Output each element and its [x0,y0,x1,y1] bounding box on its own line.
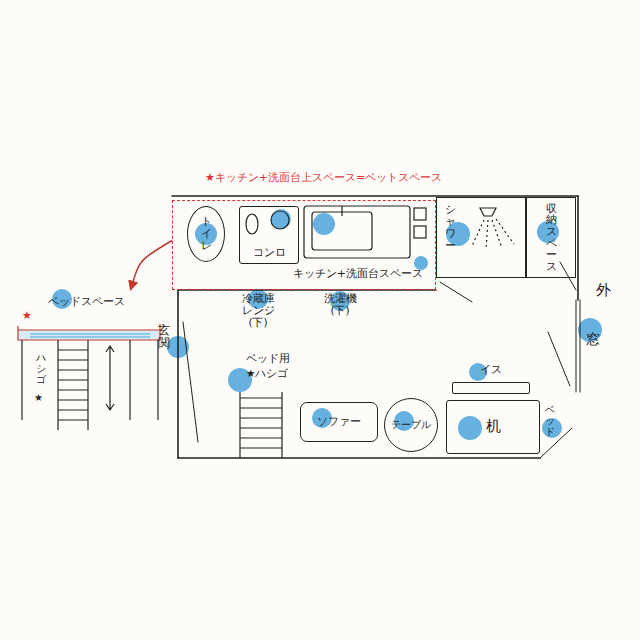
plan-note: 玄関 [158,324,170,350]
blue-dot [458,416,482,440]
room-label: コンロ [253,247,286,260]
room-ladder [240,392,282,458]
room-label: イス [480,364,502,377]
label-anchor: 窓 [586,332,606,347]
room-element: ソファー [300,402,378,442]
faucet [341,206,342,216]
walls [172,196,580,458]
window-sash [548,332,570,386]
burner [246,214,258,234]
sink-basin [312,212,372,250]
plan-note: ★ハシゴ [246,367,316,379]
plan-note: ★ [22,310,36,323]
blue-dot [271,209,291,229]
label-anchor: 外 [596,282,620,299]
shower-head [480,208,496,216]
height-arrow [106,346,114,410]
fixtures [246,206,514,258]
blue-dots [52,209,602,440]
plan-note: 窓 [586,332,600,347]
room-element: 机 [446,400,540,454]
plan-note: 冷蔵庫 レンジ (下) [236,292,280,328]
wall [178,457,540,459]
loft-post [129,340,130,420]
arrow-connector [131,241,173,291]
sink [304,206,410,258]
plan-note: 洗濯機 (下) [318,292,362,316]
window-sash [540,428,572,458]
door-leaf [183,322,198,442]
loft-inset [18,324,160,430]
room-label: ソファー [317,416,361,429]
room-label: テーブル [391,419,431,431]
ladder-rungs [240,398,282,448]
room-element: シャワー [436,197,526,278]
label-anchor: ハシゴ [36,352,48,385]
room-label: ベッドスペース [48,296,125,309]
label-anchor: ★ [34,392,48,404]
label-anchor: 玄関 [158,324,172,350]
ladder-rungs [58,350,88,420]
room-element: キッチン+洗面台スペース トイレコンロ [172,200,436,290]
loft-rail [18,324,160,330]
door-leaf [560,262,576,290]
room-label: 収納スペース [546,203,557,272]
window-frame [576,300,577,392]
ladder-rail [57,340,58,430]
door-leaf [440,282,472,302]
label-anchor: ベッド用 [246,352,316,364]
loft-post [157,340,158,420]
label-anchor: 洗濯機 (下) [318,292,362,316]
plan-note: ★キッチン+洗面台上スペース=ベットスペース [205,172,505,185]
room-label: キッチン+洗面台スペース [293,268,423,281]
plan-note: ハシゴ [36,352,46,385]
plan-note: 外 [596,282,620,299]
blue-dot [313,213,335,235]
label-anchor: 冷蔵庫 レンジ (下) [236,292,280,328]
window-frame [580,300,581,392]
room-label: 机 [486,418,501,435]
label-anchor: ベッド [545,404,557,437]
room-element: コンロ [239,206,299,264]
room-element: テーブル [384,398,438,452]
loft-post [21,340,22,420]
label-anchor: ★キッチン+洗面台上スペース=ベットスペース [205,172,505,185]
wash-item [414,226,426,238]
plan-note: ベッド用 [246,352,316,364]
room-label: トイレ [201,216,212,252]
wash-item [414,208,426,220]
plan-note: ★ [34,392,48,404]
room-element: 収納スペース [526,197,576,278]
room-element: トイレ [187,206,225,262]
burner [271,211,289,229]
loft-platform [18,330,160,340]
room-label: シャワー [445,204,456,252]
label-anchor: ★ハシゴ [246,367,316,379]
room-element: イス [452,382,530,394]
ladder-rail [87,340,88,430]
shower-spray [472,219,514,250]
wall [177,290,179,458]
wall [577,196,579,300]
label-anchor: ★ [22,310,36,323]
room-element: ベッドスペース [18,290,168,324]
mattress-stripes [30,334,150,337]
plan-note: ベッド [545,404,555,437]
